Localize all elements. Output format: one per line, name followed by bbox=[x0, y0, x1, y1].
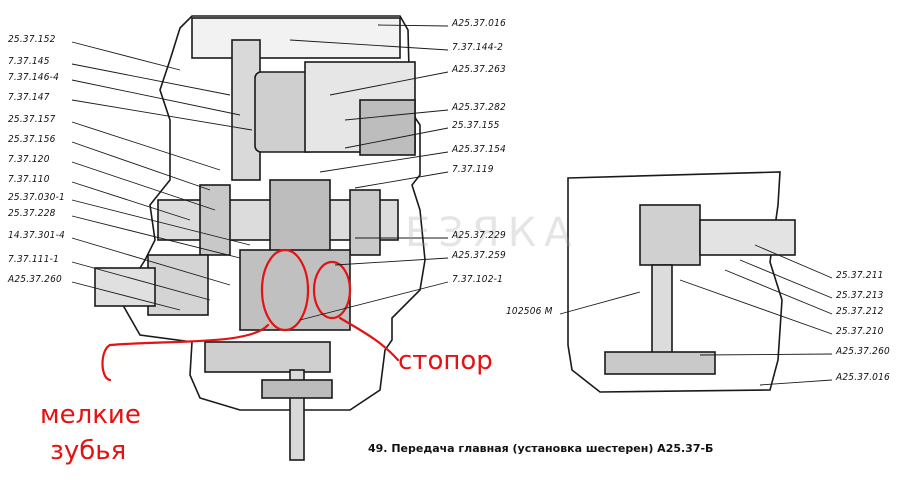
shaft-gear-2 bbox=[269, 179, 331, 261]
leader-line bbox=[71, 181, 191, 221]
part-label: 7.37.146-4 bbox=[8, 72, 60, 83]
leader-line bbox=[71, 99, 253, 131]
detail-pinion bbox=[699, 219, 796, 256]
part-label: А25.37.260 bbox=[8, 274, 62, 285]
leader-line bbox=[559, 291, 641, 315]
part-label: А25.37.016 bbox=[452, 18, 506, 29]
part-label: 7.37.119 bbox=[452, 164, 494, 175]
annotation-small-teeth-line2: зубья bbox=[50, 436, 127, 466]
figure-caption: 49. Передача главная (установка шестерен… bbox=[368, 442, 714, 455]
leader-line bbox=[71, 161, 216, 211]
leader-line bbox=[724, 269, 833, 315]
part-label: 25.37.030-1 bbox=[8, 192, 65, 203]
right-cover bbox=[359, 99, 416, 156]
part-label: А25.37.282 bbox=[452, 102, 506, 113]
part-label: 7.37.102-1 bbox=[452, 274, 504, 285]
part-label: А25.37.229 bbox=[452, 230, 506, 241]
leader-line bbox=[377, 24, 449, 27]
part-label: А25.37.154 bbox=[452, 144, 506, 155]
leader-line bbox=[344, 109, 449, 121]
part-label: А25.37.259 bbox=[452, 250, 506, 261]
leader-line bbox=[334, 257, 449, 266]
output-shaft bbox=[94, 267, 156, 307]
part-label: А25.37.260 bbox=[836, 346, 890, 357]
stopper-pointer bbox=[338, 316, 400, 362]
leader-line bbox=[71, 237, 231, 286]
stopper-highlight bbox=[312, 260, 352, 320]
part-label: 102506 М bbox=[506, 306, 553, 317]
shaft-gear-3 bbox=[349, 189, 381, 256]
leader-line bbox=[679, 279, 833, 335]
part-label: 25.37.156 bbox=[8, 134, 56, 145]
leader-line bbox=[354, 171, 449, 189]
detail-bottom-gear bbox=[604, 351, 716, 375]
leader-line bbox=[71, 261, 211, 301]
leader-line bbox=[289, 39, 449, 51]
main-housing-outline bbox=[119, 15, 426, 411]
leader-line bbox=[71, 79, 241, 116]
bottom-gear bbox=[204, 341, 331, 373]
leader-line bbox=[71, 215, 241, 259]
leader-line bbox=[71, 141, 211, 191]
part-label: 25.37.228 bbox=[8, 208, 56, 219]
watermark: ЕЗЯКА bbox=[405, 210, 580, 256]
small-teeth-highlight bbox=[260, 248, 310, 332]
leader-line bbox=[754, 244, 833, 279]
leader-line bbox=[329, 71, 449, 96]
part-label: А25.37.263 bbox=[452, 64, 506, 75]
part-label: А25.37.016 bbox=[836, 372, 890, 383]
detail-housing-outline bbox=[567, 171, 783, 393]
detail-gear-block bbox=[639, 204, 701, 266]
housing-top-block bbox=[191, 17, 401, 59]
part-label: 7.37.145 bbox=[8, 56, 50, 67]
part-label: 25.37.212 bbox=[836, 306, 884, 317]
part-label: 7.37.110 bbox=[8, 174, 50, 185]
annotation-stopper: стопор bbox=[398, 346, 493, 376]
leader-line bbox=[344, 127, 449, 149]
part-label: 25.37.213 bbox=[836, 290, 884, 301]
shaft-flange bbox=[261, 379, 333, 399]
leader-line bbox=[319, 151, 449, 173]
leader-line bbox=[71, 41, 181, 71]
leader-line bbox=[71, 199, 251, 246]
leader-line bbox=[699, 353, 833, 356]
leader-line bbox=[759, 379, 833, 386]
part-label: 25.37.155 bbox=[452, 120, 500, 131]
leader-line bbox=[739, 259, 833, 299]
part-label: 7.37.147 bbox=[8, 92, 50, 103]
part-label: 7.37.111-1 bbox=[8, 254, 60, 265]
leader-line bbox=[71, 121, 221, 171]
lower-gear-body bbox=[239, 249, 351, 331]
part-label: 14.37.301-4 bbox=[8, 230, 65, 241]
part-label: 25.37.157 bbox=[8, 114, 56, 125]
part-label: 7.37.120 bbox=[8, 154, 50, 165]
leader-line bbox=[71, 281, 181, 311]
leader-line bbox=[71, 63, 231, 96]
left-hub bbox=[147, 254, 209, 316]
part-label: 25.37.211 bbox=[836, 270, 884, 281]
part-label: 25.37.210 bbox=[836, 326, 884, 337]
annotation-small-teeth-line1: мелкие bbox=[40, 400, 141, 430]
part-label: 25.37.152 bbox=[8, 34, 56, 45]
small-teeth-pointer bbox=[101, 323, 270, 382]
shaft-gear-1 bbox=[199, 184, 231, 256]
part-label: 7.37.144-2 bbox=[452, 42, 504, 53]
leader-line bbox=[299, 281, 449, 321]
